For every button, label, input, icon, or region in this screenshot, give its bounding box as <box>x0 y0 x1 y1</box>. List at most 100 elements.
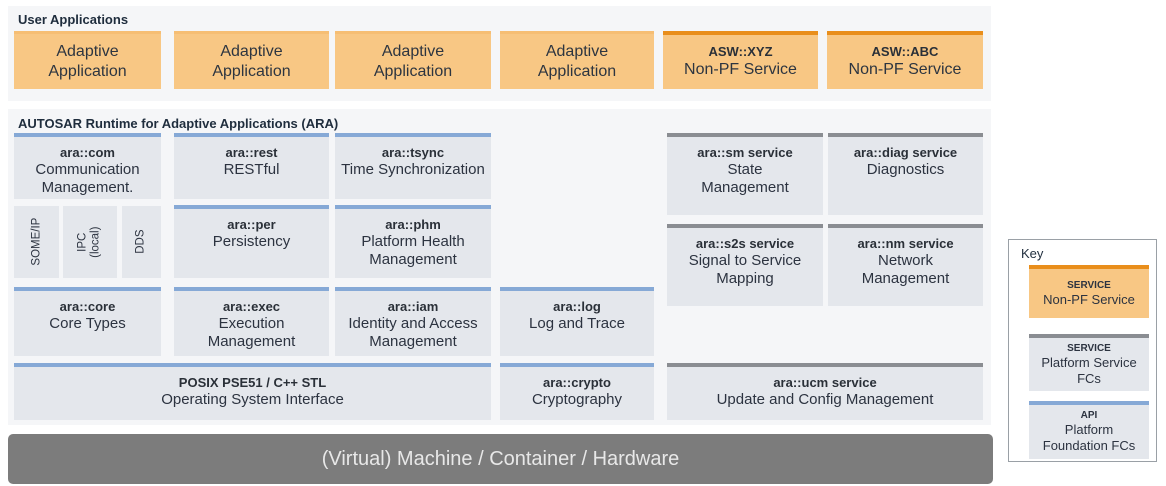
service-desc-line-1: Diagnostics <box>866 160 945 178</box>
app-line-1: Adaptive <box>220 42 283 60</box>
some-ip-protocol-box: SOME/IP <box>14 206 59 278</box>
ara-title: AUTOSAR Runtime for Adaptive Application… <box>18 116 339 131</box>
fc-desc-line-1: Operating System Interface <box>161 390 344 408</box>
app-line-1: Adaptive <box>56 42 119 60</box>
non-pf-service-box: ASW::ABC Non-PF Service <box>827 31 983 89</box>
key-small-label: SERVICE <box>1067 342 1111 354</box>
ara-iam-box: ara::iam Identity and Access Management <box>335 287 491 356</box>
ara-core-box: ara::core Core Types <box>14 287 161 356</box>
user-applications-title: User Applications <box>18 12 129 27</box>
service-name: ara::diag service <box>853 145 958 160</box>
service-name: ASW::ABC <box>871 44 939 60</box>
fc-desc-line-1: Log and Trace <box>529 314 625 332</box>
fc-desc-line-1: Identity and Access <box>348 314 478 332</box>
adaptive-application-box: Adaptive Application <box>14 31 161 89</box>
service-name: ara::sm service <box>697 145 793 160</box>
key-legend: Key SERVICE Non-PF Service SERVICE Platf… <box>1008 239 1157 462</box>
fc-desc-line-1: RESTful <box>223 160 280 178</box>
fc-desc-line-1: Cryptography <box>531 390 623 408</box>
key-label-line-2: Foundation FCs <box>1042 438 1136 453</box>
protocol-line-1: DDS <box>134 229 147 255</box>
fc-name: ara::exec <box>222 299 281 314</box>
fc-desc-line-2: Management <box>369 251 457 269</box>
dds-protocol-box: DDS <box>122 206 161 278</box>
service-desc: Non-PF Service <box>848 61 962 79</box>
key-platform-foundation: API Platform Foundation FCs <box>1029 401 1149 459</box>
fc-desc-line-1: Execution <box>218 314 285 332</box>
posix-os-interface-box: POSIX PSE51 / C++ STL Operating System I… <box>14 363 491 420</box>
service-name: ara::ucm service <box>773 375 877 390</box>
protocol-line-1: IPC <box>76 232 89 252</box>
key-title: Key <box>1021 246 1044 261</box>
service-name: ara::nm service <box>857 236 954 251</box>
app-line-2: Application <box>212 62 291 80</box>
service-desc-line-1: Network <box>877 251 933 269</box>
key-non-pf-service: SERVICE Non-PF Service <box>1029 265 1149 318</box>
service-name: ASW::XYZ <box>708 44 773 60</box>
ara-rest-box: ara::rest RESTful <box>174 133 329 199</box>
key-small-label: API <box>1080 410 1098 422</box>
fc-name: ara::phm <box>385 217 441 232</box>
protocol-line-2: (local) <box>90 226 102 258</box>
ara-diag-service-box: ara::diag service Diagnostics <box>828 133 983 215</box>
fc-desc-line-2: Management <box>207 333 296 351</box>
fc-desc-line-1: Time Synchronization <box>341 160 485 178</box>
ara-sm-service-box: ara::sm service State Management <box>667 133 823 215</box>
ipc-protocol-box: IPC (local) <box>63 206 117 278</box>
fc-name: ara::tsync <box>381 145 445 160</box>
key-label-line-1: Non-PF Service <box>1043 291 1135 307</box>
ara-nm-service-box: ara::nm service Network Management <box>828 224 983 306</box>
protocol-label: IPC (local) <box>77 226 103 257</box>
fc-name: ara::per <box>227 217 276 232</box>
service-desc: Non-PF Service <box>684 61 797 79</box>
service-desc-line-1: Signal to Service <box>688 251 802 269</box>
fc-desc-line-2: Management <box>369 333 457 351</box>
key-label-line-1: Platform Service <box>1041 354 1137 370</box>
fc-desc-line-2: Management. <box>41 179 134 197</box>
ara-log-box: ara::log Log and Trace <box>500 287 654 356</box>
app-line-1: Adaptive <box>545 42 609 60</box>
adaptive-application-box: Adaptive Application <box>335 31 491 89</box>
ara-per-box: ara::per Persistency <box>174 205 329 278</box>
fc-desc-line-1: Persistency <box>212 232 291 250</box>
app-line-2: Application <box>373 62 453 80</box>
ara-ucm-service-box: ara::ucm service Update and Config Manag… <box>667 363 983 420</box>
service-desc-line-2: Management <box>861 270 950 288</box>
adaptive-application-box: Adaptive Application <box>500 31 654 89</box>
fc-desc-line-1: Communication <box>35 160 140 178</box>
ara-crypto-box: ara::crypto Cryptography <box>500 363 654 420</box>
hardware-layer-bar: (Virtual) Machine / Container / Hardware <box>8 434 993 484</box>
key-label-line-2: FCs <box>1077 370 1101 386</box>
app-line-1: Adaptive <box>381 42 445 60</box>
ara-com-box: ara::com Communication Management. <box>14 133 161 199</box>
fc-name: ara::crypto <box>543 375 611 390</box>
service-desc-line-2: Mapping <box>716 270 774 288</box>
adaptive-application-box: Adaptive Application <box>174 31 329 89</box>
service-name: ara::s2s service <box>695 236 795 251</box>
key-platform-service: SERVICE Platform Service FCs <box>1029 334 1149 391</box>
ara-tsync-box: ara::tsync Time Synchronization <box>335 133 491 199</box>
fc-desc-line-1: Platform Health <box>361 232 465 250</box>
fc-desc-line-1: Core Types <box>49 314 126 332</box>
fc-name: ara::iam <box>387 299 439 314</box>
ara-exec-box: ara::exec Execution Management <box>174 287 329 356</box>
fc-name: ara::log <box>553 299 601 314</box>
ara-s2s-service-box: ara::s2s service Signal to Service Mappi… <box>667 224 823 306</box>
key-small-label: SERVICE <box>1067 279 1111 291</box>
service-desc-line-1: State <box>727 160 763 178</box>
fc-name: ara::rest <box>225 145 278 160</box>
service-desc-line-2: Management <box>701 179 789 197</box>
fc-name: POSIX PSE51 / C++ STL <box>178 375 327 390</box>
non-pf-service-box: ASW::XYZ Non-PF Service <box>663 31 818 89</box>
app-line-2: Application <box>537 62 617 80</box>
fc-name: ara::com <box>60 145 115 160</box>
service-desc-line-1: Update and Config Management <box>716 390 934 408</box>
app-line-2: Application <box>48 62 127 80</box>
protocol-line-1: SOME/IP <box>29 218 42 266</box>
fc-name: ara::core <box>59 299 116 314</box>
key-label-line-1: Platform <box>1064 422 1114 438</box>
hardware-label: (Virtual) Machine / Container / Hardware <box>321 447 680 470</box>
ara-phm-box: ara::phm Platform Health Management <box>335 205 491 278</box>
protocol-label: SOME/IP <box>30 218 43 266</box>
protocol-label: DDS <box>135 230 148 254</box>
